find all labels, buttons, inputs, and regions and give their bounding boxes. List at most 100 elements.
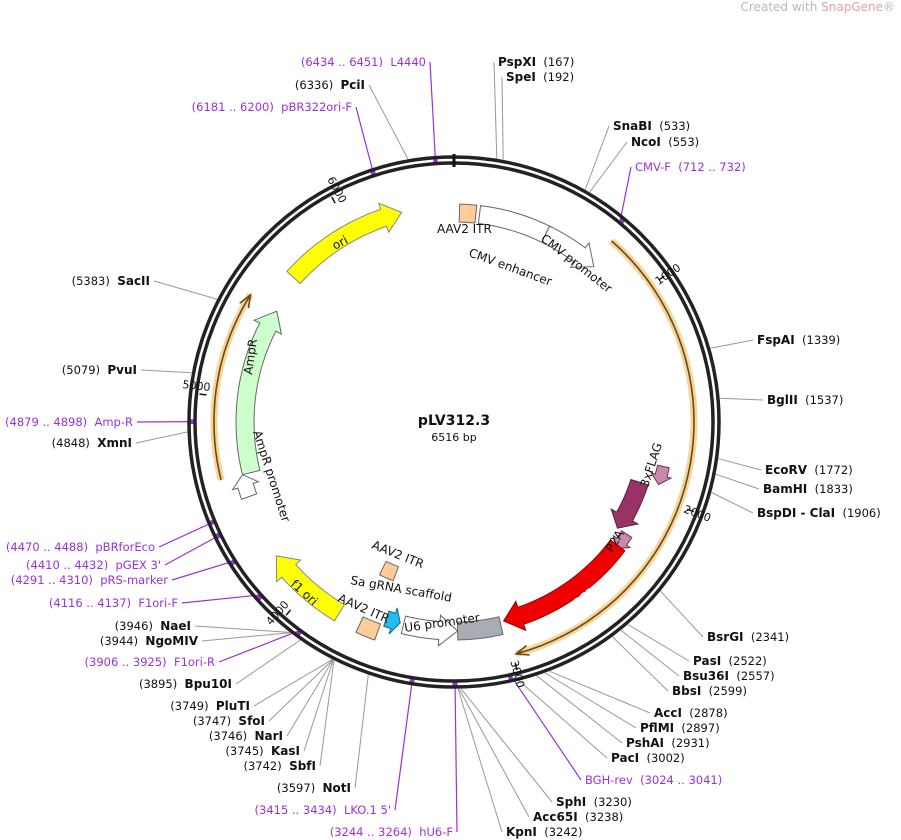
enzyme-site-label[interactable]: PspXI (167): [498, 55, 574, 69]
enzyme-position: 1537: [810, 393, 839, 407]
feature-label-ampr: AmpR: [241, 338, 260, 375]
primer-label[interactable]: BGH-rev (3024 .. 3041): [585, 773, 722, 787]
enzyme-site-label[interactable]: PshAI (2931): [626, 736, 710, 750]
primer-label[interactable]: (6434 .. 6451) L4440: [301, 55, 426, 69]
enzyme-site-label[interactable]: PflMI (2897): [640, 721, 720, 735]
enzyme-site-label[interactable]: BsrGI (2341): [707, 630, 789, 644]
primer-label[interactable]: (4879 .. 4898) Amp-R: [5, 415, 133, 429]
enzyme-site-label[interactable]: (5079) PvuI: [62, 363, 137, 377]
enzyme-site-label[interactable]: PasI (2522): [693, 654, 767, 668]
primer-range: 6434 .. 6451: [305, 55, 378, 69]
enzyme-close-paren: ): [715, 721, 720, 735]
tick-label: 2000: [682, 503, 713, 525]
enzyme-name: PacI: [611, 751, 639, 765]
enzyme-site-label[interactable]: BbsI (2599): [672, 684, 747, 698]
primer-label[interactable]: (3906 .. 3925) F1ori-R: [85, 655, 216, 669]
enzyme-site-label[interactable]: (3944) NgoMIV: [100, 634, 199, 648]
enzyme-site-label[interactable]: KpnI (3242): [506, 825, 583, 839]
enzyme-site-label[interactable]: (3946) NaeI: [115, 619, 191, 633]
enzyme-site-label[interactable]: Bsu36I (2557): [683, 669, 775, 683]
enzyme-name: SphI: [556, 795, 586, 809]
primer-range: 3244 .. 3264: [334, 825, 407, 839]
enzyme-site-label[interactable]: EcoRV (1772): [765, 463, 853, 477]
enzyme-site-label[interactable]: (6336) PciI: [295, 78, 365, 92]
enzyme-leader-line: [286, 659, 334, 737]
enzyme-site-label[interactable]: SnaBI (533): [613, 119, 690, 133]
primer-close-paren: ): [83, 415, 88, 429]
enzyme-position: 5079: [66, 363, 95, 377]
primer-binding-mark: [370, 170, 376, 175]
enzyme-position: 3230: [598, 795, 627, 809]
primer-range: 712 .. 732: [683, 160, 742, 174]
enzyme-position: 3745: [230, 744, 259, 758]
sa-grna-scaffold-arrow: [383, 607, 401, 635]
enzyme-close-paren: ): [839, 393, 844, 407]
primer-range: 6181 .. 6200: [196, 100, 269, 114]
primer-label[interactable]: (3415 .. 3434) LKO.1 5': [255, 803, 391, 817]
enzyme-site-label[interactable]: NcoI (553): [631, 135, 699, 149]
enzyme-site-label[interactable]: (3747) SfoI: [193, 714, 265, 728]
enzyme-site-label[interactable]: AccI (2878): [654, 706, 728, 720]
enzyme-close-paren: ): [243, 729, 248, 743]
enzyme-position: 533: [664, 119, 686, 133]
enzyme-position: 3242: [549, 825, 578, 839]
enzyme-open-paren: (: [544, 825, 549, 839]
u6-promoter-gray-box: [456, 616, 504, 641]
enzyme-site-label[interactable]: (3745) KasI: [225, 744, 300, 758]
enzyme-site-label[interactable]: Acc65I (3238): [533, 810, 623, 824]
enzyme-site-label[interactable]: SphI (3230): [556, 795, 632, 809]
enzyme-site-label[interactable]: BglII (1537): [767, 393, 843, 407]
enzyme-site-label[interactable]: (3895) Bpu10I: [139, 677, 232, 691]
primer-label[interactable]: (6181 .. 6200) pBR322ori-F: [192, 100, 352, 114]
primer-label[interactable]: (4116 .. 4137) F1ori-F: [49, 596, 178, 610]
primer-label[interactable]: (3244 .. 3264) hU6-F: [330, 825, 453, 839]
primer-name: F1ori-R: [174, 655, 215, 669]
feature-label-sa-grna-scaffold: Sa gRNA scaffold: [349, 573, 452, 605]
enzyme-site-label[interactable]: BamHI (1833): [763, 482, 853, 496]
enzyme-name: PasI: [693, 654, 721, 668]
enzyme-name: SacII: [117, 274, 150, 288]
enzyme-position: 3238: [590, 810, 619, 824]
enzyme-name: AccI: [654, 706, 682, 720]
enzyme-site-label[interactable]: (4848) XmnI: [52, 436, 132, 450]
enzyme-close-paren: ): [570, 70, 575, 84]
enzyme-name: Bsu36I: [683, 669, 729, 683]
primer-open-paren: (: [640, 773, 645, 787]
ori-arrow: [286, 202, 403, 285]
enzyme-close-paren: ): [329, 78, 334, 92]
enzyme-close-paren: ): [770, 669, 775, 683]
primer-label[interactable]: (4410 .. 4432) pGEX 3': [26, 558, 161, 572]
enzyme-leader-line: [458, 688, 530, 818]
primer-close-paren: ): [269, 100, 274, 114]
enzyme-leader-line: [711, 492, 754, 514]
enzyme-site-label[interactable]: (3742) SbfI: [243, 759, 316, 773]
enzyme-open-paren: (: [805, 393, 810, 407]
enzyme-site-label[interactable]: FspAI (1339): [757, 333, 840, 347]
enzyme-site-label[interactable]: SpeI (192): [506, 70, 574, 84]
enzyme-open-paren: (: [62, 363, 67, 377]
enzyme-site-label[interactable]: (3749) PluTI: [170, 699, 250, 713]
primer-open-paren: (: [330, 825, 335, 839]
enzyme-name: BsrGI: [707, 630, 744, 644]
enzyme-site-label[interactable]: (5383) SacII: [72, 274, 150, 288]
enzyme-leader-line: [612, 636, 669, 692]
primer-label[interactable]: (4291 .. 4310) pRS-marker: [11, 573, 169, 587]
enzyme-leader-line: [718, 458, 762, 471]
primer-name: L4440: [390, 55, 426, 69]
enzyme-site-label[interactable]: BspDI - ClaI (1906): [757, 506, 881, 520]
primer-label[interactable]: CMV-F (712 .. 732): [635, 160, 746, 174]
enzyme-position: 167: [548, 55, 570, 69]
enzyme-site-label[interactable]: (3746) NarI: [209, 729, 283, 743]
enzyme-name: KpnI: [506, 825, 537, 839]
bp-tick: [199, 393, 207, 396]
primer-binding-mark: [409, 678, 415, 683]
primer-open-paren: (: [6, 540, 11, 554]
enzyme-site-label[interactable]: PacI (3002): [611, 751, 685, 765]
enzyme-leader-line: [194, 625, 290, 633]
enzyme-position: 2557: [741, 669, 770, 683]
enzyme-name: PvuI: [107, 363, 137, 377]
enzyme-position: 3002: [651, 751, 680, 765]
primer-label[interactable]: (4470 .. 4488) pBRforEco: [6, 540, 155, 554]
enzyme-position: 5383: [76, 274, 105, 288]
enzyme-site-label[interactable]: (3597) NotI: [277, 781, 351, 795]
